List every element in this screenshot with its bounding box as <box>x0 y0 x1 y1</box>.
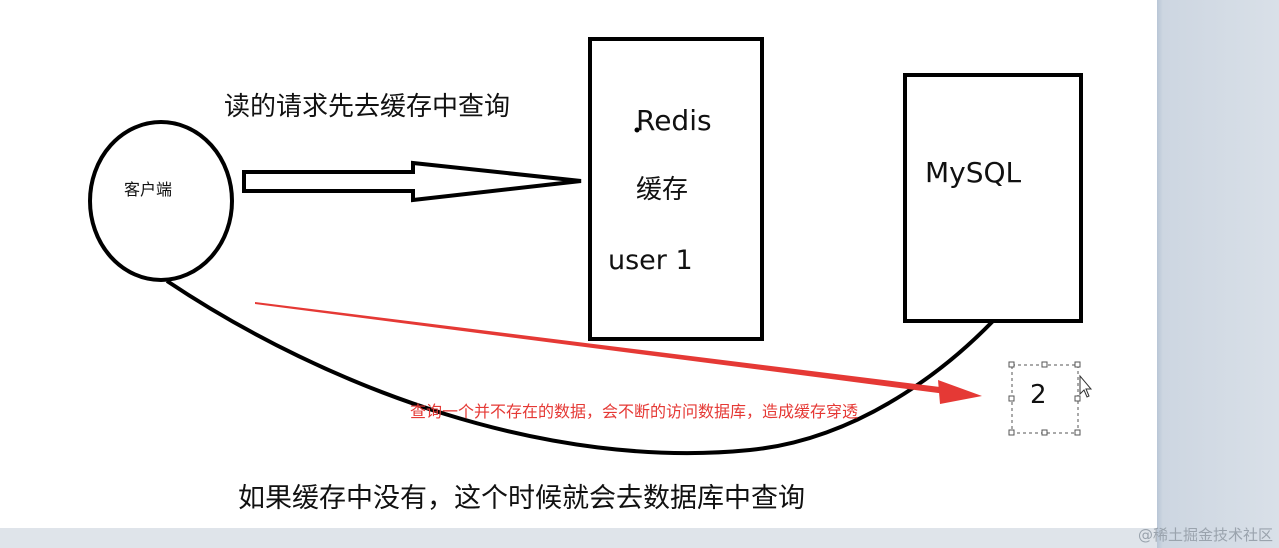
penetration-arrow-head <box>938 380 982 404</box>
side-panel <box>1157 0 1279 548</box>
redis-cache-box[interactable] <box>588 37 764 341</box>
diagram-drawing <box>88 37 1093 456</box>
client-node[interactable] <box>88 120 234 282</box>
mysql-title: MySQL <box>925 156 1022 189</box>
client-label: 客户端 <box>124 180 173 199</box>
bottom-strip <box>0 528 1157 548</box>
mysql-box[interactable] <box>903 73 1083 323</box>
cache-miss-curve[interactable] <box>165 279 995 456</box>
read-request-arrow[interactable] <box>242 160 582 203</box>
redis-subtitle: 缓存 <box>636 175 689 205</box>
mouse-cursor-icon <box>1079 374 1093 398</box>
cache-miss-label: 如果缓存中没有，这个时候就会去数据库中查询 <box>238 483 805 514</box>
redis-entry: user 1 <box>608 245 693 276</box>
cursor-dot <box>634 127 640 133</box>
redis-title: Redis <box>636 104 712 137</box>
selected-textbox[interactable] <box>1008 361 1081 436</box>
watermark: @稀土掘金技术社区 <box>1137 526 1273 544</box>
selected-textbox-value[interactable]: 2 <box>1030 380 1047 410</box>
diagram-canvas <box>0 0 1157 528</box>
cache-penetration-label: 查询一个并不存在的数据，会不断的访问数据库，造成缓存穿透 <box>410 402 859 421</box>
penetration-arrow-line[interactable] <box>255 302 948 394</box>
read-request-label: 读的请求先去缓存中查询 <box>224 92 511 122</box>
